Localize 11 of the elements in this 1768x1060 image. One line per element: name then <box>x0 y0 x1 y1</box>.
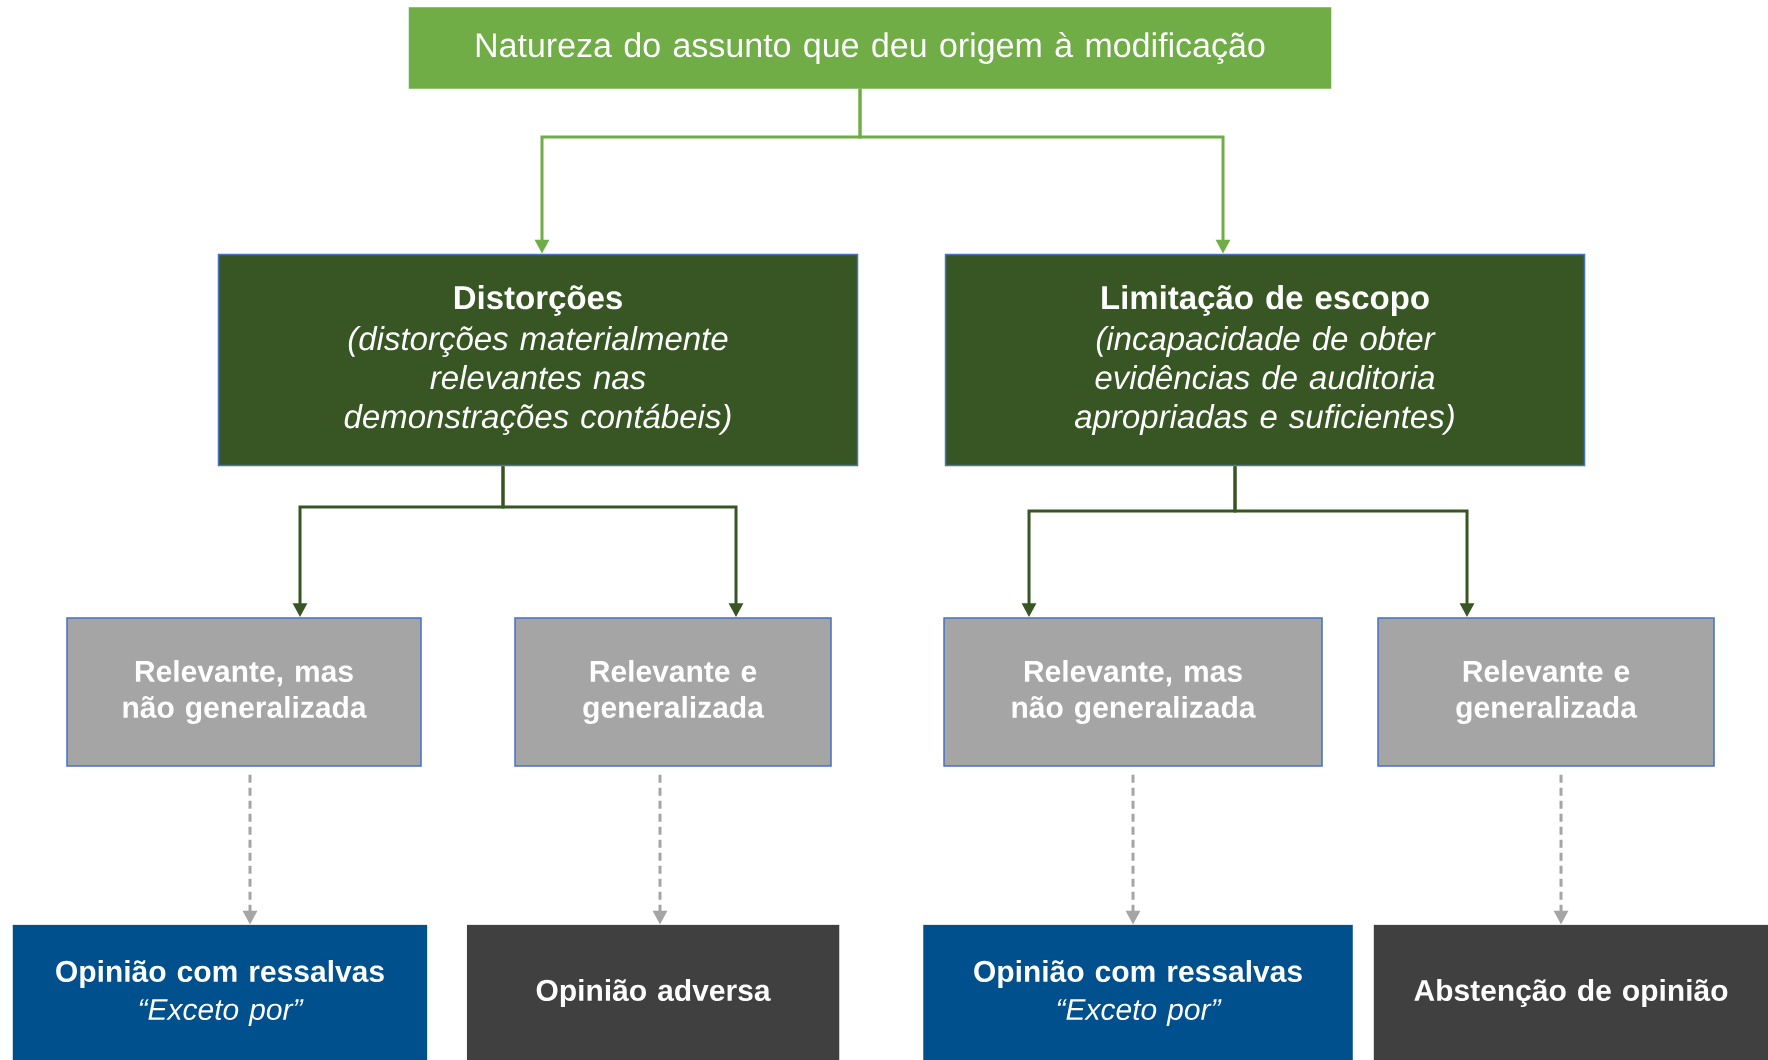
category-box: Limitação de escopo (incapacidade de obter evidências de auditoria apropriadas e suficientes) <box>944 253 1586 467</box>
opinion-box: Opinião com ressalvas “Exceto por” <box>923 924 1353 1060</box>
condition-box: Relevante, mas não generalizada <box>66 617 422 767</box>
condition-box: Relevante e generalizada <box>514 617 832 767</box>
opinion-box: Opinião adversa <box>466 924 840 1060</box>
condition-box: Relevante, mas não generalizada <box>943 617 1323 767</box>
heading-box: Natureza do assunto que deu origem à modificação <box>408 7 1332 89</box>
opinion-box: Opinião com ressalvas “Exceto por” <box>12 924 428 1060</box>
category-box: Distorções (distorções materialmente relevantes nas demonstrações contábeis) <box>217 253 859 467</box>
opinion-box: Abstenção de opinião <box>1373 924 1768 1060</box>
condition-box: Relevante e generalizada <box>1377 617 1715 767</box>
